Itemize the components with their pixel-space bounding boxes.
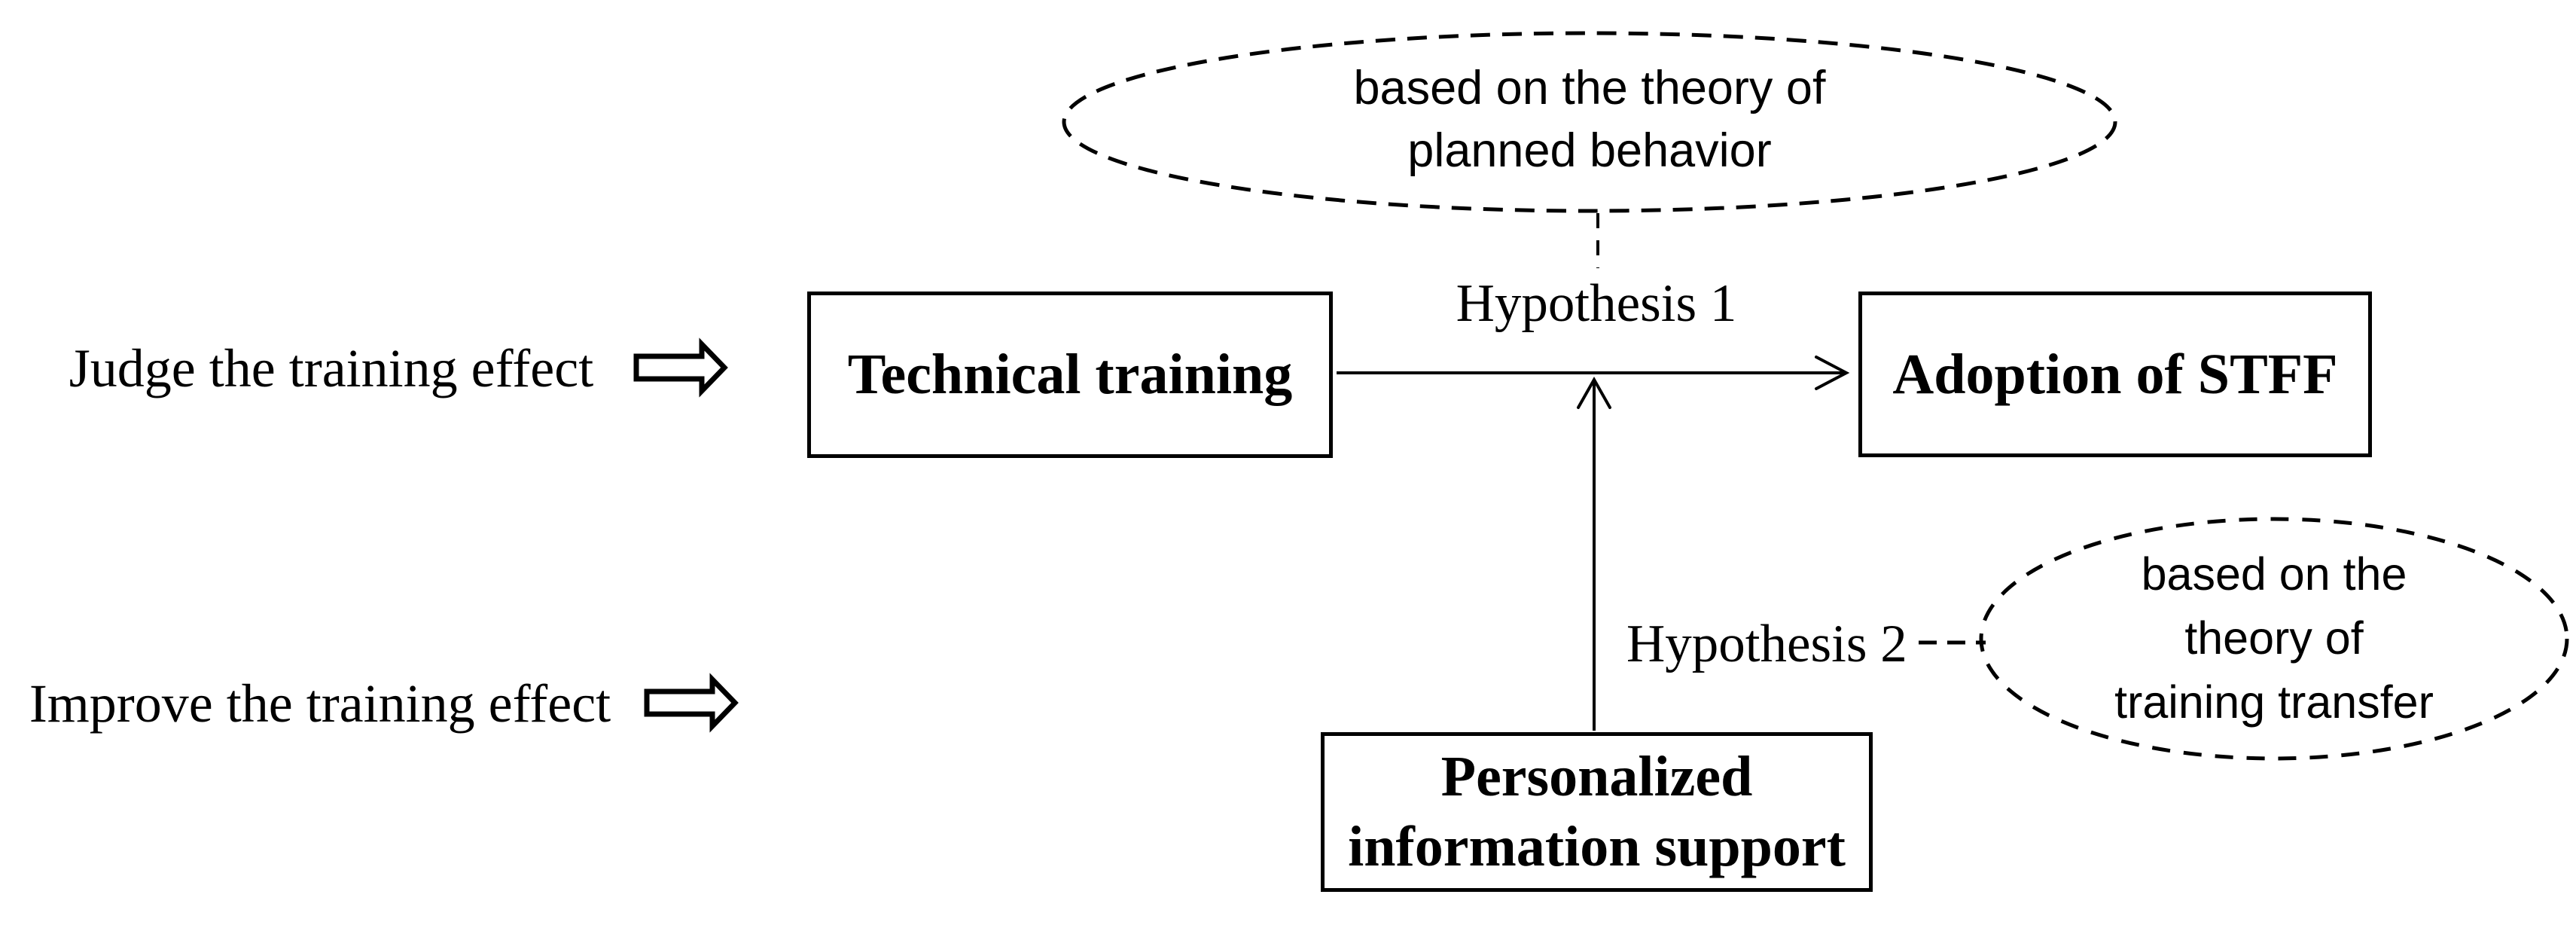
theory-planned-behavior-text: based on the theory of planned behavior — [1251, 57, 1928, 182]
theory-training-transfer-ellipse — [1979, 517, 2569, 761]
annotation-judge-training-effect: Judge the training effect — [69, 338, 594, 398]
box-personalized-information-support: Personalized information support — [1321, 732, 1873, 892]
box-adoption-stff: Adoption of STFF — [1858, 292, 2372, 457]
arrow-head-right-icon — [1815, 356, 1850, 390]
theory-training-transfer-text: based on the theory of training transfer — [2086, 542, 2462, 734]
hypothesis-2-label: Hypothesis 2 — [1626, 615, 1907, 673]
arrow-head-up-icon — [1577, 376, 1611, 409]
theory-training-transfer-line1: based on the — [2141, 548, 2407, 600]
box-personalized-line1: Personalized — [1440, 745, 1753, 808]
hollow-arrow-improve-icon — [644, 673, 739, 733]
box-personalized-line2: information support — [1348, 815, 1846, 878]
theory-planned-behavior-line1: based on the theory of — [1353, 62, 1826, 114]
theory-planned-behavior-line2: planned behavior — [1407, 124, 1772, 177]
box-personalized-information-support-label: Personalized information support — [1348, 742, 1846, 882]
box-technical-training-label: Technical training — [847, 343, 1293, 406]
annotation-improve-training-effect: Improve the training effect — [29, 673, 611, 734]
box-technical-training: Technical training — [807, 292, 1333, 458]
moderator-arrow — [1577, 376, 1611, 731]
theory-training-transfer-line2: theory of — [2184, 612, 2364, 664]
hypothesis-1-label: Hypothesis 1 — [1456, 274, 1737, 333]
theory-training-transfer-line3: training transfer — [2114, 676, 2434, 728]
box-adoption-stff-label: Adoption of STFF — [1892, 342, 2338, 406]
theory-planned-behavior-ellipse — [1062, 31, 2117, 213]
main-effect-arrow — [1337, 356, 1850, 390]
hollow-arrow-judge-icon — [633, 337, 728, 398]
